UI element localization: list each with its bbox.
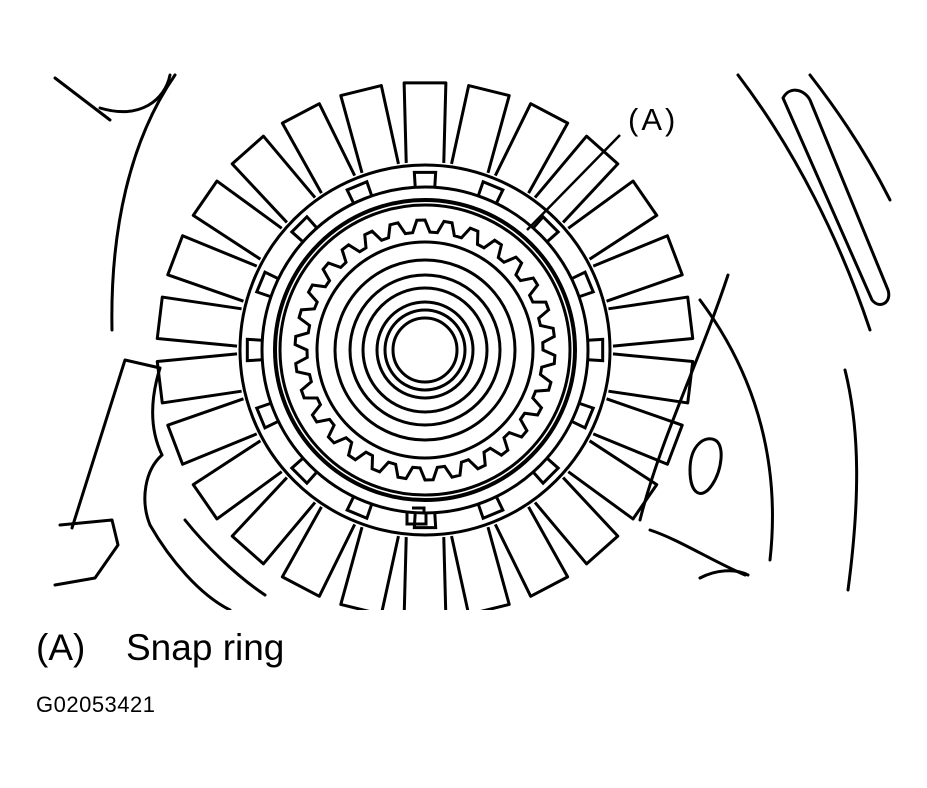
drum-notch (345, 495, 374, 521)
clutch-tab (450, 526, 511, 610)
drum-notch (476, 495, 505, 521)
hub-ring (361, 286, 489, 414)
legend-row: (A) Snap ring (36, 624, 284, 672)
figure-code: G02053421 (36, 692, 156, 717)
drum-notch (289, 214, 318, 243)
clutch-tab (402, 81, 448, 163)
clutch-tab (155, 295, 242, 348)
clutch-tab (191, 179, 283, 261)
drum-notch (476, 179, 505, 205)
clutch-tab (592, 234, 684, 303)
snap-ring-ends (405, 506, 428, 526)
callout-leader-line (526, 134, 621, 231)
drum-notch (532, 457, 561, 486)
legend-key: (A) (36, 627, 86, 668)
clutch-tab (339, 526, 400, 610)
drum-notch (254, 401, 280, 430)
legend-text: Snap ring (126, 627, 285, 668)
drum-notch (345, 179, 374, 205)
clutch-plate-tabs (155, 81, 695, 610)
snap-ring-diagram: (A) (53, 73, 892, 610)
clutch-tab (230, 134, 317, 224)
clutch-tab (493, 506, 570, 598)
clutch-tab (155, 352, 242, 405)
clutch-tab (608, 295, 695, 348)
drum-notch (587, 337, 605, 363)
hub-ring (333, 258, 517, 442)
clutch-tab (280, 102, 357, 194)
clutch-tab (533, 476, 620, 566)
drum-ring (260, 185, 590, 515)
drum-notch (289, 457, 318, 486)
clutch-tab (166, 397, 258, 466)
drum-notch (570, 270, 596, 299)
clutch-tab (493, 102, 570, 194)
callout-label-a: (A) (628, 102, 678, 137)
spline-gear-teeth (293, 218, 557, 482)
hub-ring (375, 300, 475, 400)
gear-inner-ring (315, 240, 535, 460)
clutch-tab (402, 537, 448, 610)
clutch-tab (567, 179, 659, 261)
clutch-tab (191, 439, 283, 521)
drum-notch (254, 270, 280, 299)
drum-ring (278, 203, 572, 497)
clutch-tab (230, 476, 317, 566)
clutch-tab (567, 439, 659, 521)
clutch-tab (339, 84, 400, 174)
hub-ring (383, 308, 467, 392)
drum-ring (238, 163, 612, 537)
clutch-tab (166, 234, 258, 303)
drum-notch (412, 512, 438, 530)
drum-notch (570, 401, 596, 430)
clutch-tab (608, 352, 695, 405)
inner-spline-gear (293, 218, 557, 482)
clutch-tab (450, 84, 511, 174)
clutch-tab (592, 397, 684, 466)
drum-notch (412, 170, 438, 188)
center-hub (333, 258, 517, 442)
clutch-tab (280, 506, 357, 598)
clutch-tab (533, 134, 620, 224)
drum-notch (532, 214, 561, 243)
transmission-housing-outline (53, 73, 892, 610)
drum-ring (273, 198, 577, 502)
drum-notch (245, 337, 263, 363)
hub-ring (391, 316, 459, 384)
hub-ring (348, 273, 502, 427)
